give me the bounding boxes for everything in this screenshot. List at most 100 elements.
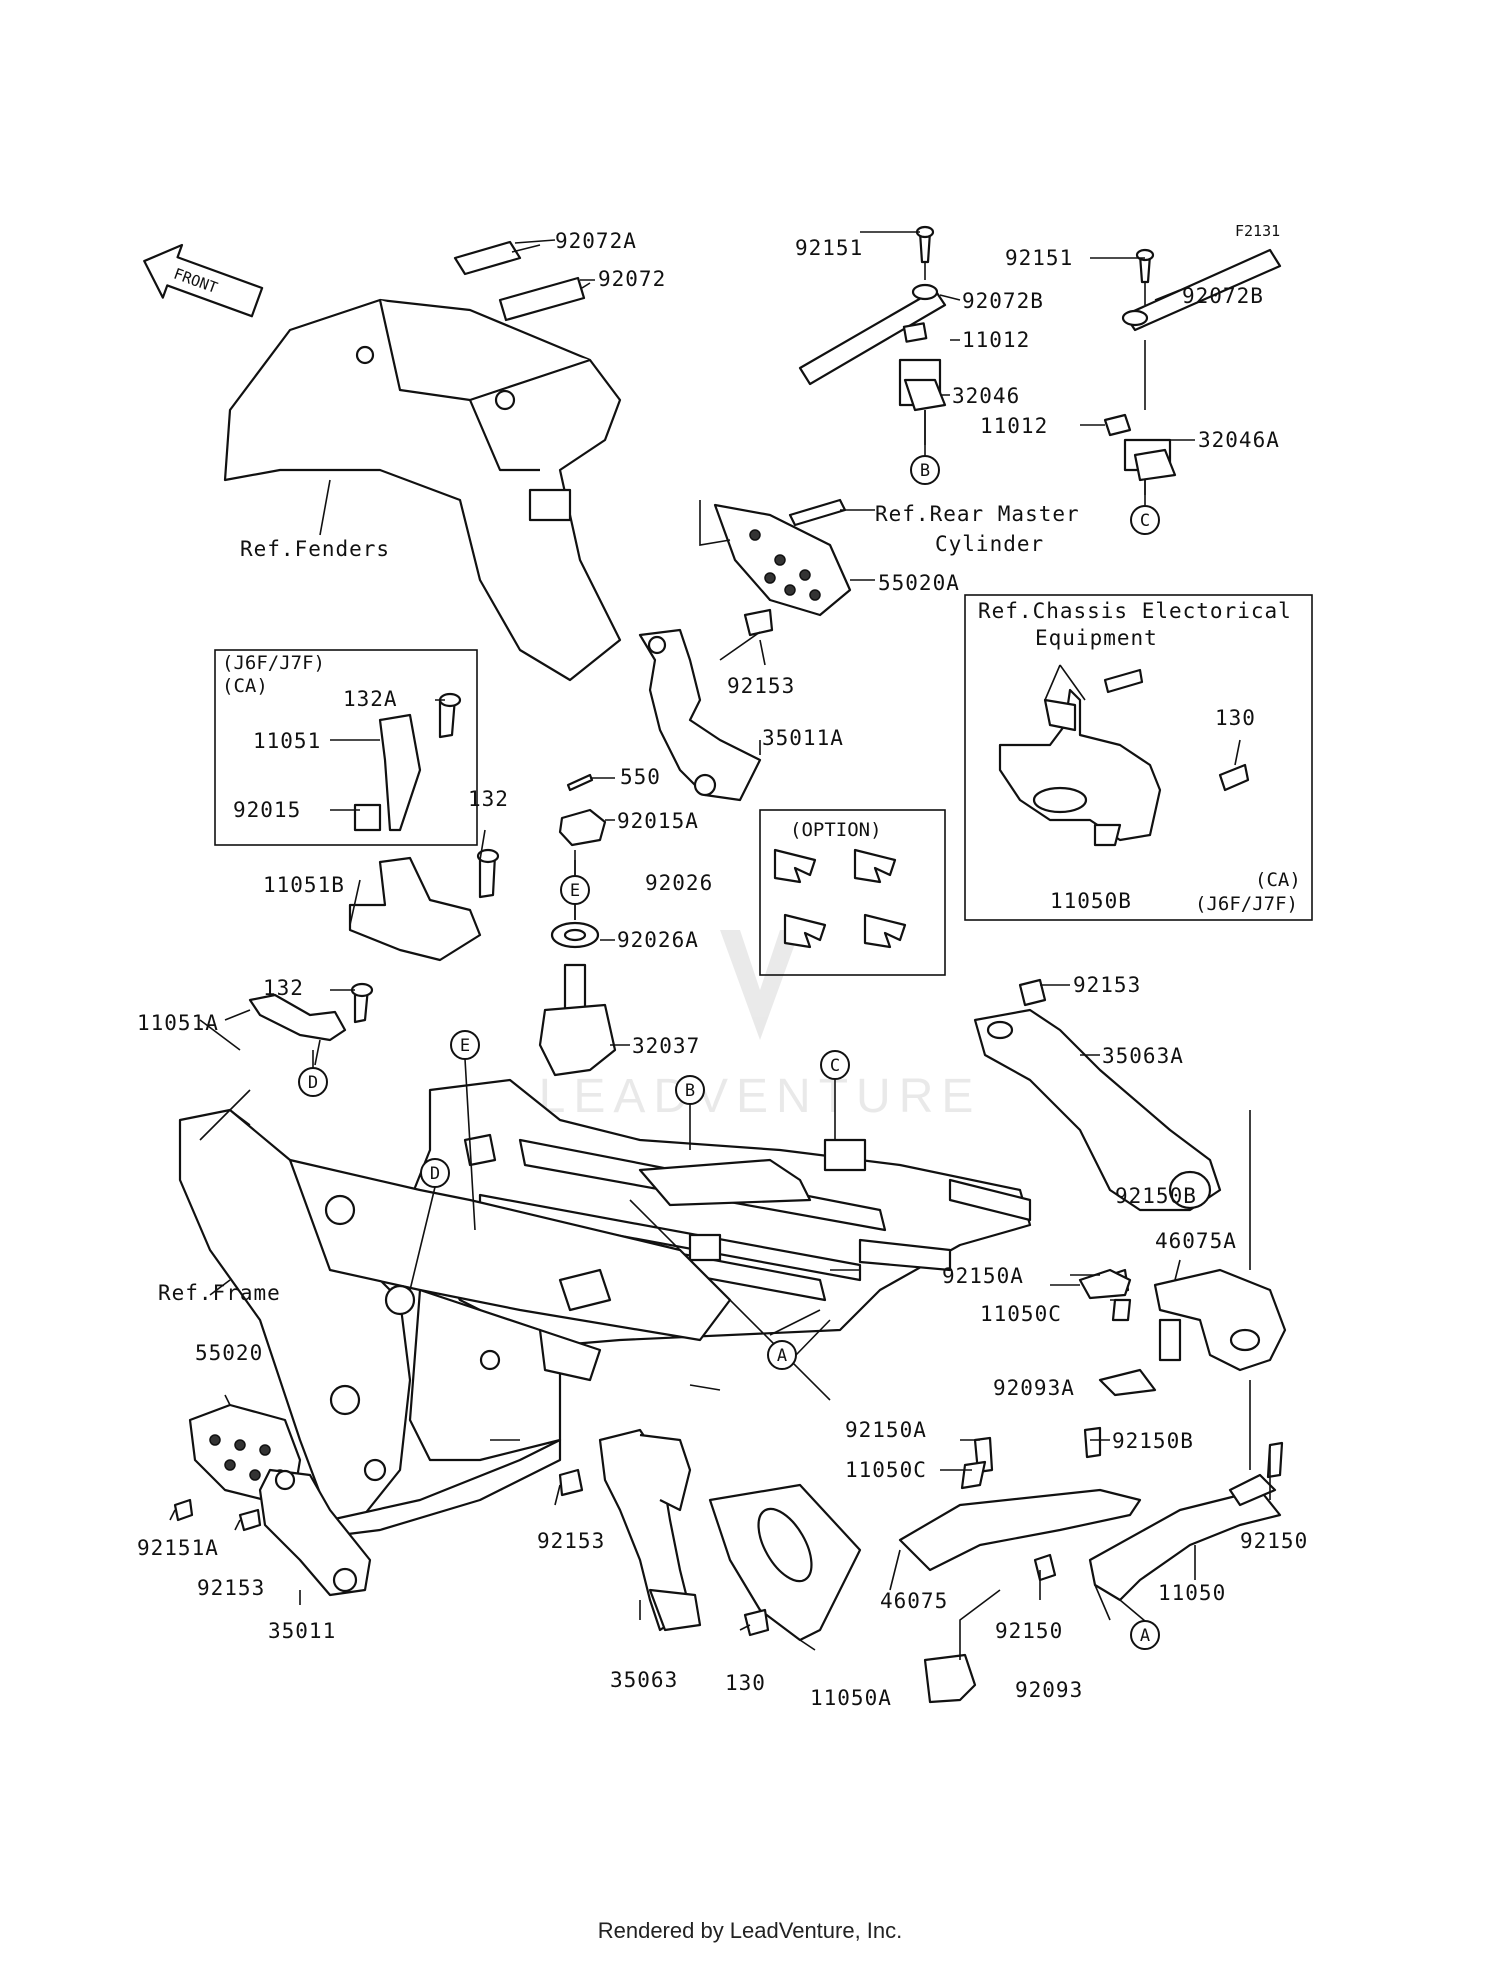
clip-92072A xyxy=(453,240,522,276)
watermark: LEADVENTURE xyxy=(539,930,982,1123)
label-32037: 32037 xyxy=(632,1034,700,1058)
part-labels: 92072A 92072 92151 92072B 11012 32046 92… xyxy=(137,229,1308,1710)
label-ref-frame: Ref.Frame xyxy=(158,1281,281,1305)
label-550: 550 xyxy=(620,765,661,789)
label-option: (OPTION) xyxy=(790,819,882,841)
svg-text:A: A xyxy=(1140,1626,1150,1646)
footer-credit: Rendered by LeadVenture, Inc. xyxy=(597,1918,903,1943)
label-92151-b: 92151 xyxy=(795,236,863,260)
svg-text:B: B xyxy=(685,1081,695,1101)
label-132-upper: 132 xyxy=(468,787,509,811)
label-11051: 11051 xyxy=(253,729,321,753)
callout-c-top: C xyxy=(1130,505,1160,535)
label-11050: 11050 xyxy=(1158,1581,1226,1605)
label-92151-c: 92151 xyxy=(1005,246,1073,270)
strap-c-assembly xyxy=(1103,248,1282,495)
label-92150A-upper: 92150A xyxy=(942,1264,1024,1288)
j6f-box xyxy=(214,649,478,846)
label-92072B-b: 92072B xyxy=(962,289,1044,313)
label-92093A: 92093A xyxy=(993,1376,1075,1400)
label-92150B-lower: 92150B xyxy=(1112,1429,1194,1453)
label-92153-right: 92153 xyxy=(727,674,795,698)
heat-guard-11050A xyxy=(708,1483,862,1642)
label-11012-b: 11012 xyxy=(962,328,1030,352)
label-130-lower: 130 xyxy=(725,1671,766,1695)
label-132A: 132A xyxy=(343,687,398,711)
label-55020A: 55020A xyxy=(878,571,960,595)
label-92153-lower-left: 92153 xyxy=(197,1576,265,1600)
label-11051A: 11051A xyxy=(137,1011,219,1035)
watermark-text: LEADVENTURE xyxy=(539,1070,982,1123)
label-130-box: 130 xyxy=(1215,706,1256,730)
label-j6f-box-1: (J6F/J7F) xyxy=(222,652,325,674)
bracket-11050B xyxy=(998,664,1250,847)
label-ref-chassis-2: Equipment xyxy=(1035,626,1158,650)
callouts: B C E D E B C D A A xyxy=(298,410,1160,1650)
label-11050C-upper: 11050C xyxy=(980,1302,1062,1326)
label-11050B: 11050B xyxy=(1050,889,1132,913)
label-35011A: 35011A xyxy=(762,726,844,750)
grab-rail-46075A xyxy=(1098,1190,1287,1470)
label-92150A-lower: 92150A xyxy=(845,1418,927,1442)
callout-a-bottom: A xyxy=(1130,1620,1160,1650)
option-box xyxy=(759,809,946,976)
label-32046A: 32046A xyxy=(1198,428,1280,452)
callout-a-frame: A xyxy=(767,1340,797,1370)
footrest-bracket-left xyxy=(173,1403,372,1597)
bracket-11050 xyxy=(1033,1441,1284,1602)
label-ref-rear-master-1: Ref.Rear Master xyxy=(875,502,1080,526)
shims-92026 xyxy=(773,848,907,949)
main-frame xyxy=(178,1108,732,1537)
callout-d-top: D xyxy=(298,1067,328,1097)
passenger-bracket-35063A xyxy=(973,978,1222,1212)
svg-text:B: B xyxy=(920,461,930,481)
label-11051B: 11051B xyxy=(263,873,345,897)
label-ref-fenders: Ref.Fenders xyxy=(240,537,390,561)
label-92153-lower-mid: 92153 xyxy=(537,1529,605,1553)
label-92150-lower: 92150 xyxy=(995,1619,1063,1643)
label-92153-upper-right: 92153 xyxy=(1073,973,1141,997)
grab-rail-46075 xyxy=(898,1426,1142,1572)
label-ref-rear-master-2: Cylinder xyxy=(935,532,1044,556)
label-j6f-box-2: (CA) xyxy=(222,675,268,697)
label-11050C-lower: 11050C xyxy=(845,1458,927,1482)
bracket-11051A xyxy=(248,982,374,1066)
label-46075A: 46075A xyxy=(1155,1229,1237,1253)
label-46075: 46075 xyxy=(880,1589,948,1613)
svg-text:C: C xyxy=(1140,511,1150,531)
label-ca-box-1: (CA) xyxy=(1255,869,1301,891)
label-92150B-upper: 92150B xyxy=(1115,1184,1197,1208)
label-92093: 92093 xyxy=(1015,1678,1083,1702)
label-55020: 55020 xyxy=(195,1341,263,1365)
label-92150-right: 92150 xyxy=(1240,1529,1308,1553)
label-132-lower: 132 xyxy=(263,976,304,1000)
diagram-code: F2131 xyxy=(1235,222,1280,240)
chassis-electrical-box xyxy=(964,594,1313,921)
label-92015: 92015 xyxy=(233,798,301,822)
bracket-11051 xyxy=(353,692,462,832)
label-11050A: 11050A xyxy=(810,1686,892,1710)
label-92151A: 92151A xyxy=(137,1536,219,1560)
svg-text:D: D xyxy=(430,1164,440,1184)
pad-92072 xyxy=(498,276,586,322)
label-92072A: 92072A xyxy=(555,229,637,253)
label-32046: 32046 xyxy=(952,384,1020,408)
label-92072: 92072 xyxy=(598,267,666,291)
callout-b-top: B xyxy=(910,455,940,485)
front-arrow: FRONT xyxy=(143,243,264,318)
label-92072B-c: 92072B xyxy=(1182,284,1264,308)
label-35063: 35063 xyxy=(610,1668,678,1692)
label-92026A: 92026A xyxy=(617,928,699,952)
svg-text:D: D xyxy=(308,1073,318,1093)
grommet-92093A xyxy=(1078,1268,1132,1300)
svg-text:E: E xyxy=(570,881,580,901)
label-92015A: 92015A xyxy=(617,809,699,833)
label-ca-box-2: (J6F/J7F) xyxy=(1195,893,1298,915)
grommet-92093 xyxy=(923,1653,977,1704)
footrest-bracket-right xyxy=(638,498,852,802)
svg-text:C: C xyxy=(830,1056,840,1076)
rear-fender xyxy=(223,298,622,682)
strap-b-assembly xyxy=(798,225,947,445)
svg-text:E: E xyxy=(460,1036,470,1056)
passenger-bracket-35063 xyxy=(558,1428,702,1632)
